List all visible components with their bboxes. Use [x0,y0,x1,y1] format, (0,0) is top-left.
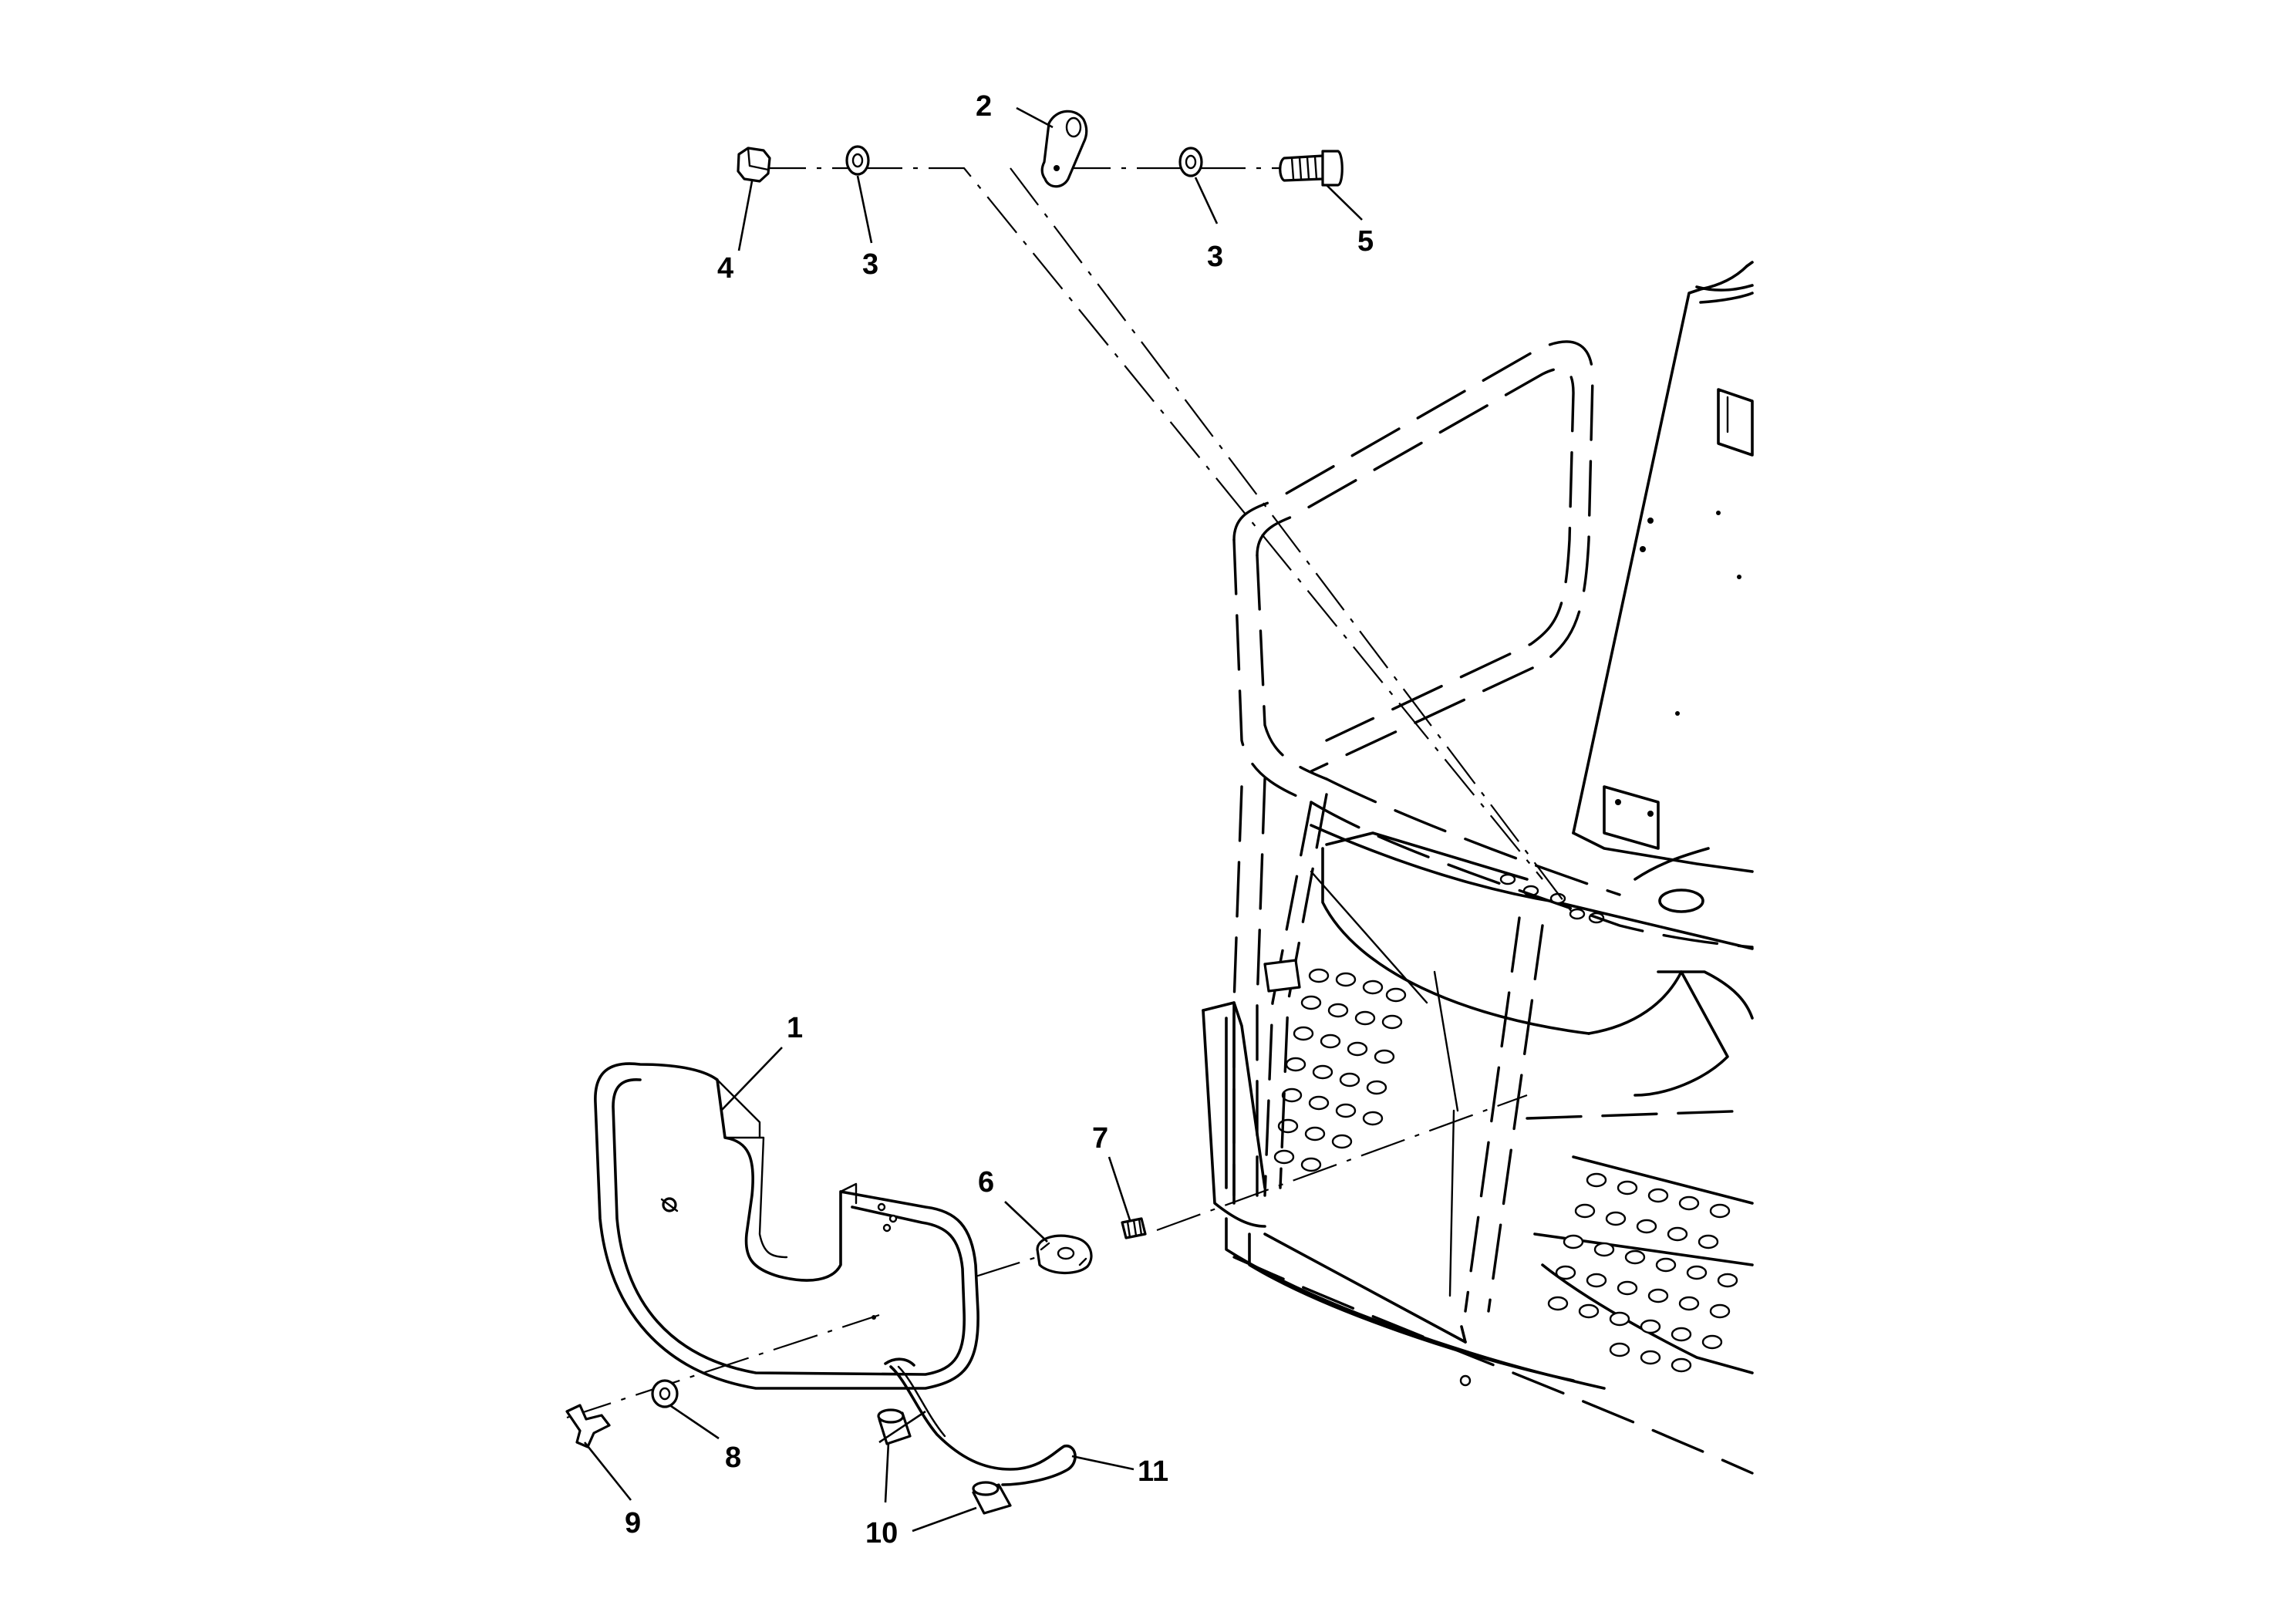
callout-1: 1 [787,1012,803,1044]
deck-holes-lower-right [1547,1172,1738,1373]
callout-11: 11 [1138,1455,1168,1488]
part-11-lanyard [889,1365,1077,1486]
callout-3-left: 3 [862,248,878,281]
part-3-washer-left [845,145,870,176]
part-4-nut [737,147,771,183]
callout-4: 4 [717,252,733,285]
part-8-washer [651,1379,679,1408]
part-5-bolt [1279,150,1344,187]
assembly-centerlines [566,167,1574,1419]
callout-9: 9 [625,1507,641,1539]
handrail-frame [1232,340,1754,1313]
callout-5: 5 [1357,225,1374,258]
callout-7: 7 [1092,1122,1108,1155]
part-1-cover-plate [594,1062,979,1390]
callout-3-right: 3 [1207,241,1223,273]
deck-holes-upper [1499,873,1605,924]
deck-holes-lower-left [1273,968,1407,1172]
part-7-screw [1121,1217,1147,1239]
callout-2: 2 [976,90,992,123]
part-2-bracket [1040,110,1088,188]
callout-8: 8 [725,1442,741,1474]
machine-cab-structure [1202,261,1754,1475]
part-10-pin-lower [972,1481,1012,1515]
callout-10: 10 [865,1517,898,1549]
part-3-washer-right [1178,147,1203,177]
callout-6: 6 [978,1166,994,1199]
part-6-clamp [1036,1234,1093,1275]
callout-labels: 1 2 3 3 4 5 6 7 8 9 10 11 [625,90,1374,1549]
part-9-wing-bolt [565,1404,611,1448]
leader-lines [583,106,1363,1533]
